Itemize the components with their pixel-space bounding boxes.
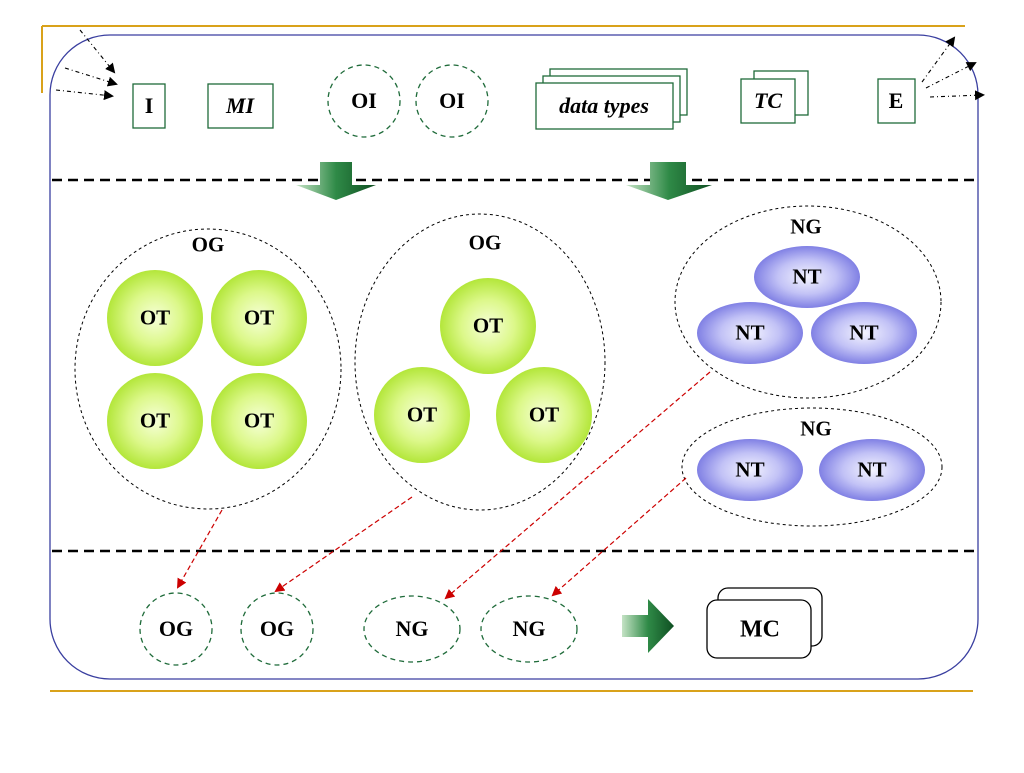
ng-lower-container (681, 407, 943, 527)
nt-label: NT (857, 457, 887, 482)
ot-label: OT (243, 305, 275, 330)
ot-label: OT (243, 408, 275, 433)
ot-label: OT (139, 408, 171, 433)
ng-upper-title: NG (790, 214, 822, 239)
mc-label: MC (740, 616, 780, 643)
e-label: E (888, 88, 904, 113)
ng-output-ellipse-1 (363, 595, 461, 663)
nt-node (819, 439, 925, 501)
right-arrow (622, 599, 674, 653)
i-box (132, 83, 166, 129)
og-left-title: OG (191, 232, 225, 257)
input-arrows (55, 29, 118, 101)
nt-label: NT (849, 320, 879, 345)
mapping-arrows (177, 371, 711, 600)
mi-box (207, 83, 274, 129)
data-types-label: data types (559, 93, 649, 118)
nt-node (697, 439, 803, 501)
ot-label: OT (528, 402, 560, 427)
nt-label: NT (735, 320, 765, 345)
og-center-title: OG (468, 230, 502, 255)
og-center-container (354, 213, 606, 511)
tc-stack (740, 70, 809, 124)
ot-label: OT (472, 313, 504, 338)
e-box (877, 78, 916, 124)
output-arrows (921, 36, 985, 101)
mc-stack (706, 587, 823, 659)
ot-node (107, 373, 203, 469)
mi-label: MI (225, 93, 255, 118)
ng-lower-title: NG (800, 416, 832, 441)
oi-label-2: OI (439, 88, 465, 113)
ot-node (211, 270, 307, 366)
ng-upper-container (674, 205, 942, 399)
ot-node (211, 373, 307, 469)
ot-node (374, 367, 470, 463)
oi-label-1: OI (351, 88, 377, 113)
ot-node (440, 278, 536, 374)
ot-node (496, 367, 592, 463)
nt-node (754, 246, 860, 308)
down-arrow-left (296, 162, 376, 200)
og-left-container (74, 228, 342, 510)
ng-output-ellipse-2 (480, 595, 578, 663)
down-arrow-right (626, 162, 712, 200)
ot-label: OT (406, 402, 438, 427)
og-output-label-2: OG (259, 616, 295, 641)
i-label: I (144, 93, 154, 118)
ot-label: OT (139, 305, 171, 330)
nt-label: NT (735, 457, 765, 482)
og-output-circle-2 (240, 592, 314, 666)
ng-output-label-1: NG (395, 616, 429, 641)
nt-node (811, 302, 917, 364)
ng-output-label-2: NG (512, 616, 546, 641)
oi-circle-2 (415, 64, 489, 138)
nt-node (697, 302, 803, 364)
og-output-circle-1 (139, 592, 213, 666)
ot-node (107, 270, 203, 366)
og-output-label-1: OG (158, 616, 194, 641)
container-frame (49, 34, 979, 680)
tc-label: TC (753, 88, 783, 113)
nt-label: NT (792, 264, 822, 289)
data-types-stack (535, 68, 688, 130)
oi-circle-1 (327, 64, 401, 138)
